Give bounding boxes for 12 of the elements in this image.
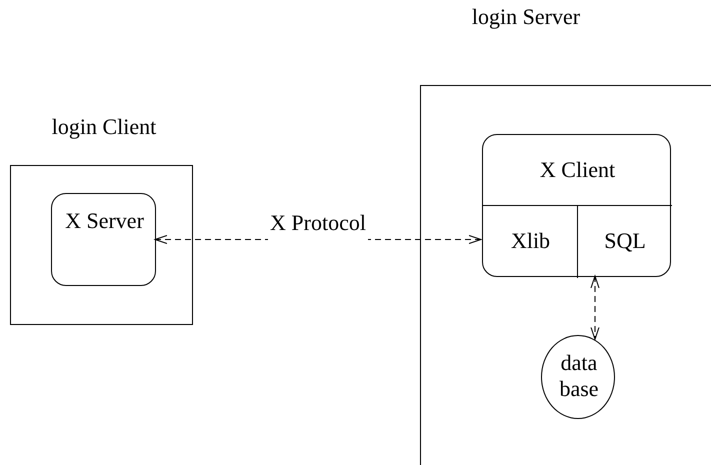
- arrow: [590, 276, 600, 340]
- node-label: data base: [558, 350, 600, 402]
- rounded-box: [482, 134, 671, 277]
- box-section: [483, 205, 578, 278]
- node-label: login Client: [50, 114, 158, 140]
- node-label: X Server: [64, 207, 145, 235]
- node-label: SQL: [603, 228, 647, 254]
- node-label: login Server: [470, 4, 582, 30]
- node-label: X Client: [538, 157, 616, 183]
- node-label: Xlib: [510, 228, 552, 254]
- rounded-box: [51, 193, 156, 286]
- database-ellipse: [541, 335, 615, 419]
